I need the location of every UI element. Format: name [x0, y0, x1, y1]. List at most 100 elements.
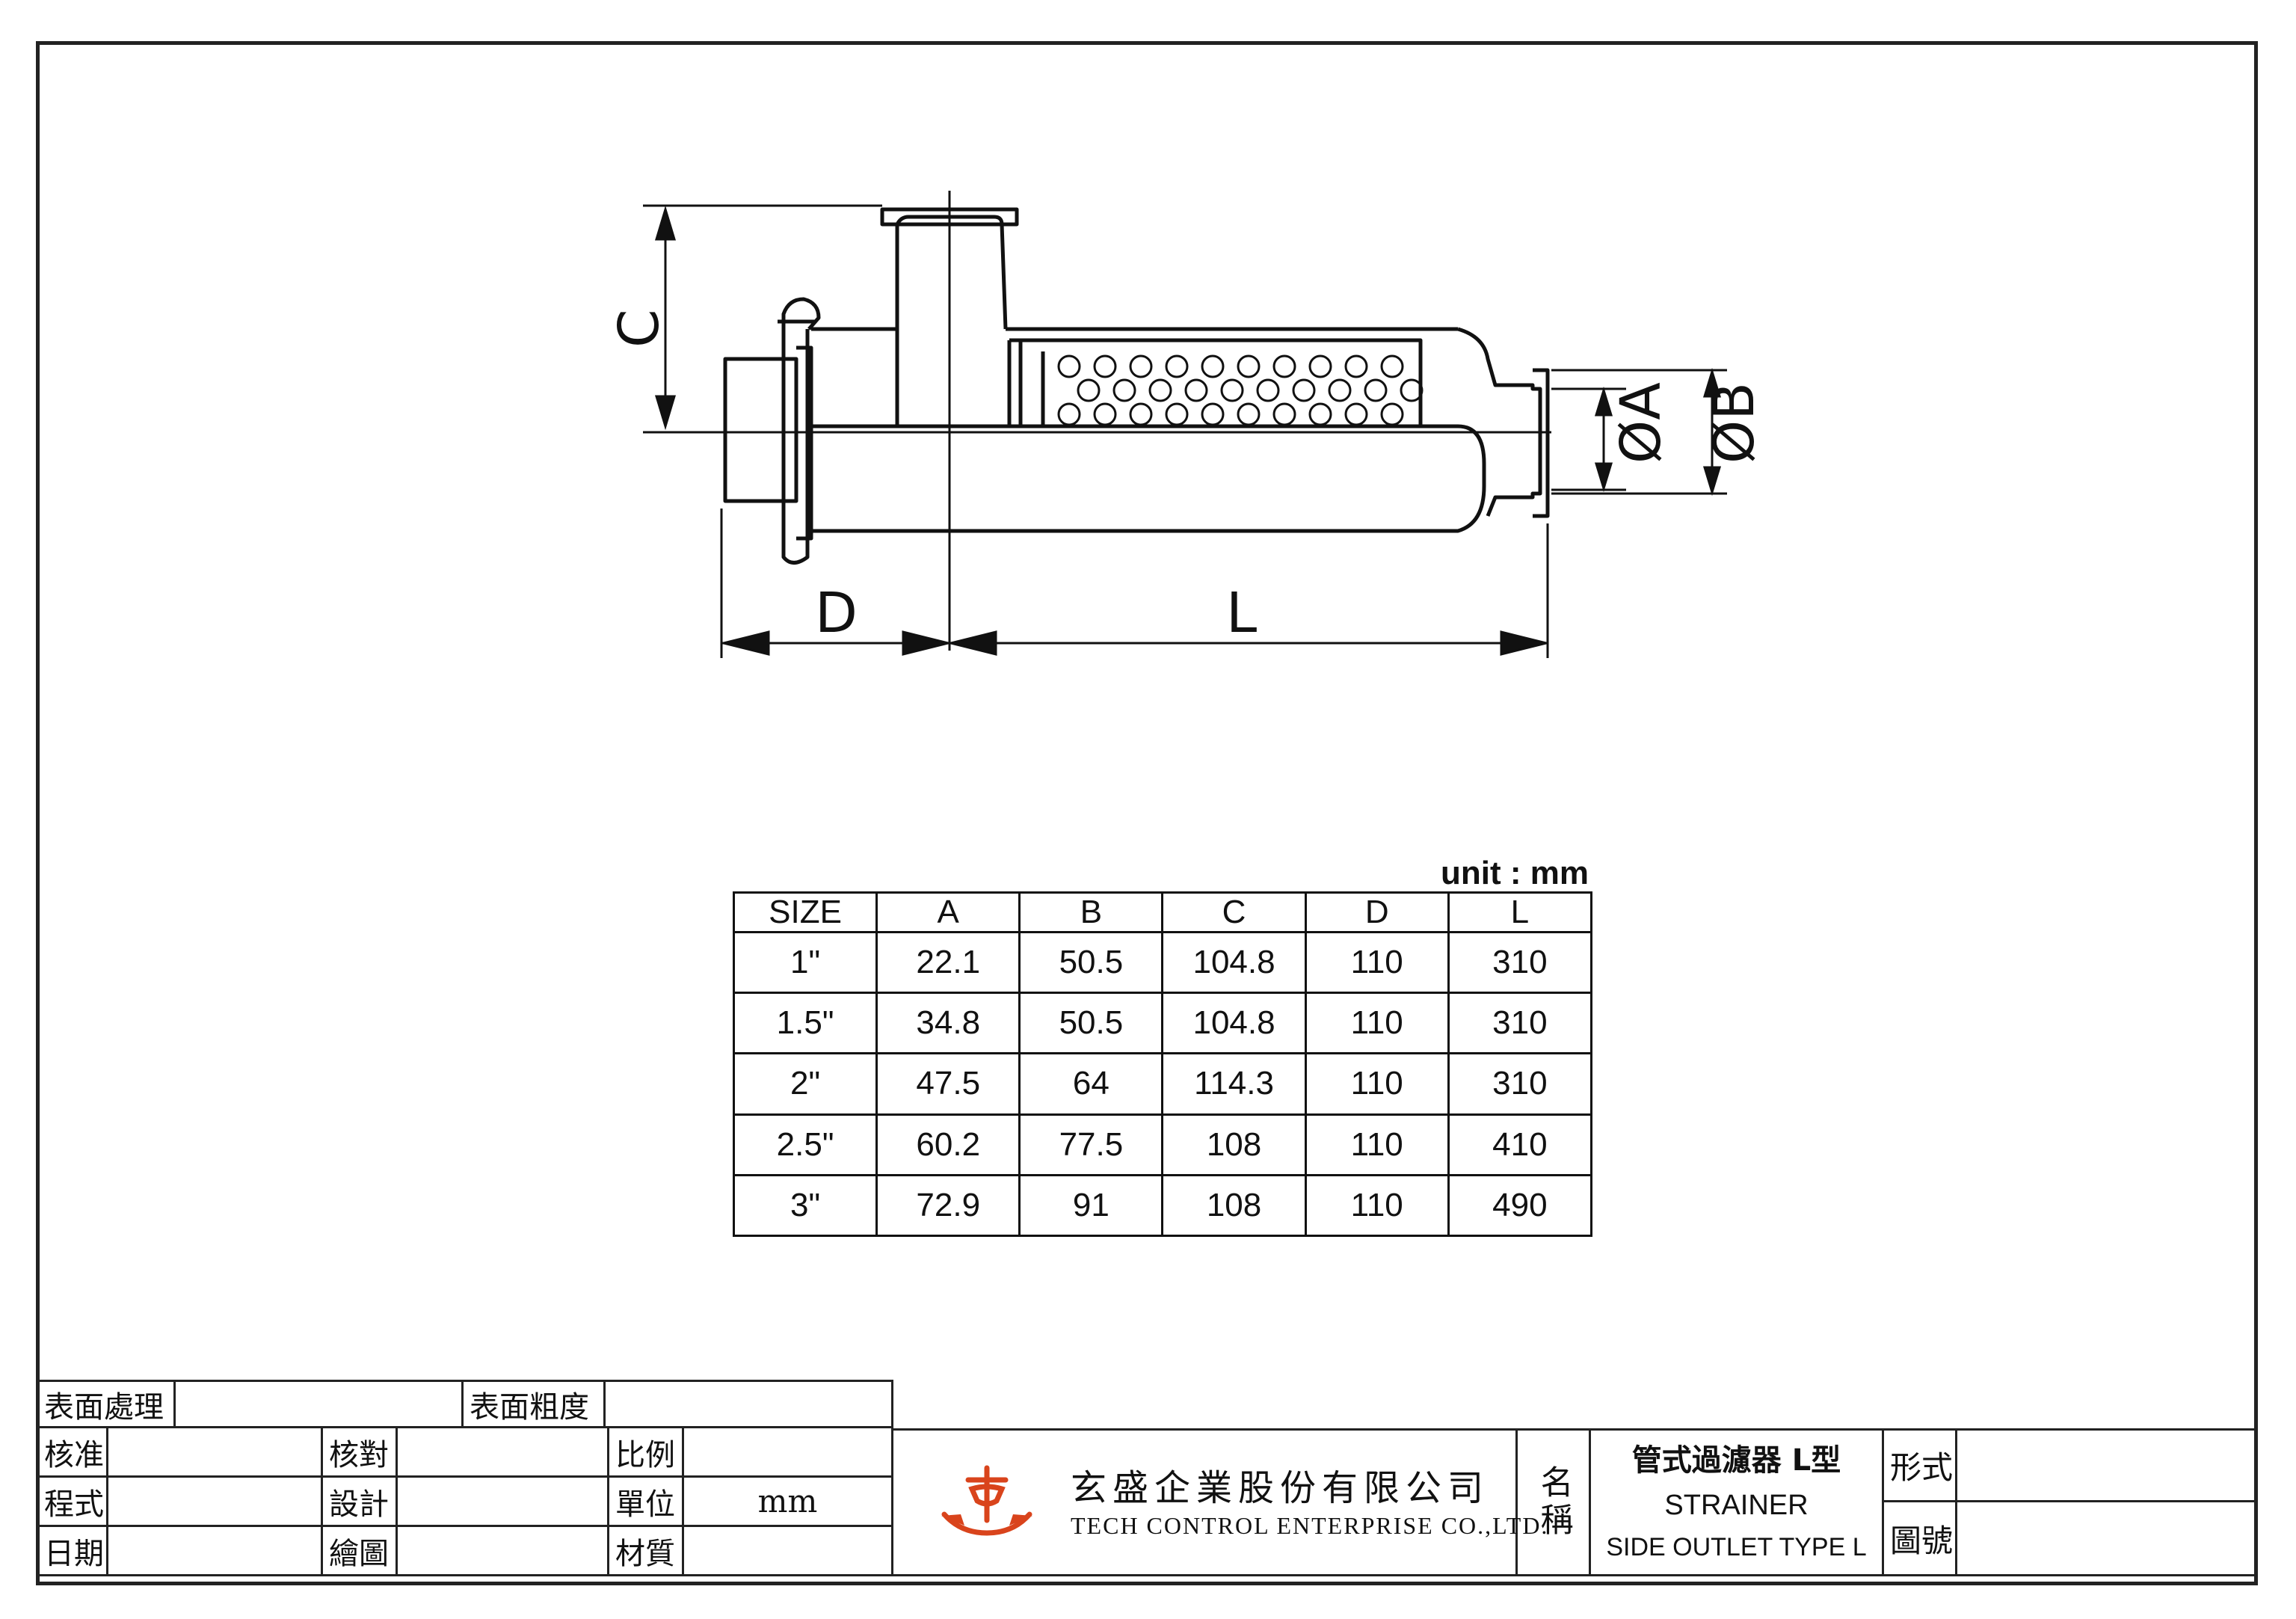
drawn-value — [398, 1527, 609, 1576]
table-header: B — [1018, 891, 1164, 933]
table-cell: 3" — [732, 1173, 878, 1238]
approve-label: 核准 — [36, 1428, 108, 1478]
table-cell: 490 — [1447, 1173, 1593, 1238]
outlet-flange — [880, 207, 1019, 227]
program-value — [108, 1478, 323, 1527]
table-cell: 1.5" — [732, 992, 878, 1055]
table-cell: 64 — [1018, 1052, 1164, 1116]
table-header: A — [875, 891, 1021, 933]
table-header-row: SIZE A B C D L — [732, 891, 1593, 933]
surface-treatment-label: 表面處理 — [36, 1380, 176, 1428]
drawing-no-value — [1957, 1502, 2258, 1576]
title-box: 管式過濾器 L型 STRAINER SIDE OUTLET TYPE L — [1591, 1428, 1884, 1576]
table-cell: 110 — [1304, 930, 1450, 995]
name-label: 名稱 — [1518, 1428, 1591, 1576]
screen-hole — [1057, 354, 1081, 378]
check-label: 核對 — [323, 1428, 398, 1478]
program-label: 程式 — [36, 1478, 108, 1527]
company-box — [893, 1428, 1518, 1576]
screen-hole — [1256, 378, 1280, 402]
dim-label-c: C — [607, 309, 671, 348]
strainer-tail — [1457, 327, 1542, 517]
name-label-text: 名稱 — [1534, 1465, 1573, 1540]
material-label: 材質 — [609, 1527, 684, 1576]
screen-hole — [1057, 402, 1081, 426]
unit-label: unit : mm — [1441, 855, 1589, 891]
date-label: 日期 — [36, 1527, 108, 1576]
design-value — [398, 1478, 609, 1527]
drawing-frame — [36, 41, 2258, 1585]
screen-hole — [1292, 378, 1316, 402]
inlet-ferrule — [796, 345, 813, 541]
design-label: 設計 — [323, 1478, 398, 1527]
screen-hole — [1148, 378, 1172, 402]
table-cell: 310 — [1447, 992, 1593, 1055]
approve-value — [108, 1428, 323, 1478]
table-cell: 104.8 — [1161, 992, 1307, 1055]
table-header: L — [1447, 891, 1593, 933]
table-header: C — [1161, 891, 1307, 933]
table-cell: 60.2 — [875, 1113, 1021, 1176]
table-cell: 310 — [1447, 930, 1593, 995]
surface-roughness-label: 表面粗度 — [464, 1380, 606, 1428]
unit-field-value: mm — [684, 1478, 893, 1527]
screen-hole — [1272, 402, 1296, 426]
table-row: 2" 47.5 64 114.3 110 310 — [732, 1052, 1593, 1116]
company-logo — [941, 1465, 1032, 1536]
screen-hole — [1129, 354, 1153, 378]
table-cell: 77.5 — [1018, 1113, 1164, 1176]
screen-hole — [1308, 354, 1332, 378]
table-cell: 110 — [1304, 1052, 1450, 1116]
dim-label-b: ØB — [1702, 382, 1767, 464]
table-cell: 72.9 — [875, 1173, 1021, 1238]
screen-hole — [1344, 354, 1368, 378]
date-value — [108, 1527, 323, 1576]
screen-hole — [1380, 354, 1404, 378]
screen-hole — [1165, 402, 1189, 426]
screen-hole — [1093, 402, 1117, 426]
dim-label-l: L — [1226, 581, 1257, 645]
dim-label-d: D — [815, 581, 858, 645]
table-cell: 110 — [1304, 992, 1450, 1055]
ferrule-right — [1533, 368, 1550, 518]
surface-treatment-value — [176, 1380, 464, 1428]
table-cell: 2" — [732, 1052, 878, 1116]
screen-hole — [1237, 354, 1261, 378]
table-row: 3" 72.9 91 108 110 490 — [732, 1173, 1593, 1238]
table-cell: 50.5 — [1018, 930, 1164, 995]
scale-label: 比例 — [609, 1428, 684, 1478]
dimension-table: SIZE A B C D L 1" 22.1 50.5 104.8 110 31… — [732, 891, 1593, 1238]
surface-roughness-value — [606, 1380, 893, 1428]
screen-hole — [1308, 402, 1332, 426]
title-en-1: STRAINER — [1664, 1490, 1809, 1521]
screen-hole — [1364, 378, 1388, 402]
clamp-knob — [778, 297, 821, 331]
table-cell: 110 — [1304, 1173, 1450, 1238]
table-cell: 114.3 — [1161, 1052, 1307, 1116]
table-cell: 310 — [1447, 1052, 1593, 1116]
screen-hole — [1400, 378, 1424, 402]
screen-hole — [1165, 354, 1189, 378]
table-cell: 110 — [1304, 1113, 1450, 1176]
type-label: 形式 — [1884, 1428, 1957, 1502]
screen-hole — [1237, 402, 1261, 426]
dim-label-a: ØA — [1609, 382, 1673, 464]
screen-hole — [1344, 402, 1368, 426]
screen-hole — [1077, 378, 1101, 402]
screen-hole — [1112, 378, 1136, 402]
screen-hole — [1093, 354, 1117, 378]
table-cell: 108 — [1161, 1113, 1307, 1176]
check-value — [398, 1428, 609, 1478]
table-cell: 108 — [1161, 1173, 1307, 1238]
drawing-no-label: 圖號 — [1884, 1502, 1957, 1576]
table-cell: 410 — [1447, 1113, 1593, 1176]
company-name-en: TECH CONTROL ENTERPRISE CO.,LTD. — [1071, 1512, 1549, 1539]
table-cell: 104.8 — [1161, 930, 1307, 995]
table-row: 1.5" 34.8 50.5 104.8 110 310 — [732, 992, 1593, 1055]
screen-hole — [1129, 402, 1153, 426]
strainer-body — [809, 424, 1486, 533]
table-header: SIZE — [732, 891, 878, 933]
table-cell: 47.5 — [875, 1052, 1021, 1116]
table-cell: 50.5 — [1018, 992, 1164, 1055]
